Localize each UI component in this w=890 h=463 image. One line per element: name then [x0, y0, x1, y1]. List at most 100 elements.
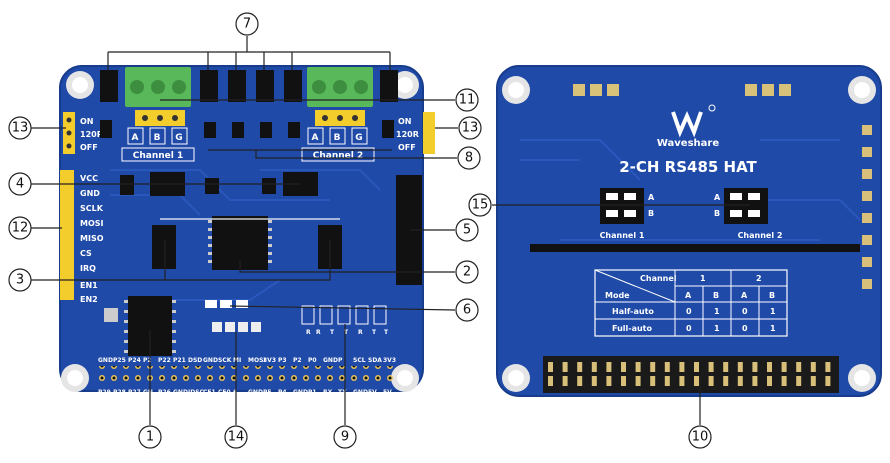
- back-channel-1-label: Channel 1: [600, 231, 645, 240]
- terminal-label: G: [175, 133, 182, 143]
- gpio-pin-label: CE1: [203, 389, 216, 396]
- header-pin-label: GND: [80, 189, 100, 198]
- header-pin: [577, 362, 583, 372]
- gpio-pin-label: GND: [248, 389, 263, 396]
- mode-switch-channel-2[interactable]: [724, 188, 768, 224]
- callout-number: 1: [146, 430, 154, 445]
- table-cell: 0: [742, 307, 748, 316]
- callout-number: 10: [692, 430, 709, 445]
- tvs-diodes: [100, 70, 398, 102]
- table-header: 2: [756, 274, 762, 283]
- control-header: [60, 170, 74, 300]
- waveshare-logo: [671, 104, 716, 138]
- header-pin-label: EN1: [80, 281, 98, 290]
- callout-number: 4: [16, 177, 24, 192]
- header-pin: [664, 376, 670, 386]
- gpio-pin-label: P: [338, 357, 343, 364]
- gpio-pin-label: MI: [233, 357, 241, 364]
- header-pin: [664, 362, 670, 372]
- jumper-label: T: [384, 329, 389, 336]
- gpio-pin-label: IDSC: [188, 389, 205, 396]
- front-board: A B G A B G Channel 1 Channel 2 ON 120R …: [59, 65, 424, 396]
- table-cell: 1: [714, 307, 720, 316]
- header-pin-label: MOSI: [80, 219, 104, 228]
- edge-pad: [862, 279, 872, 289]
- table-header: B: [713, 291, 719, 300]
- mode-table: Channel 1 2 Mode A B A B Half-auto 0 1 0…: [594, 269, 788, 337]
- mounting-hole: [848, 76, 876, 104]
- edge-pad: [862, 257, 872, 267]
- header-pin: [737, 362, 743, 372]
- callout-10: 10: [688, 425, 712, 449]
- callout-number: 13: [12, 121, 29, 136]
- gpio-pin-label: 5V: [383, 389, 392, 396]
- jumper-label: R: [358, 329, 363, 336]
- header-pin: [694, 362, 699, 372]
- gpio-pin-label: 5V: [368, 389, 377, 396]
- terminal-labels-2: A B G: [307, 127, 368, 145]
- switch-label-a: A: [714, 193, 721, 202]
- table-cell: 0: [686, 324, 692, 333]
- header-pin: [548, 376, 553, 386]
- header-pin: [767, 376, 772, 386]
- gpio-pin-label: GND: [203, 357, 218, 364]
- edge-pad: [862, 125, 872, 135]
- header-pin: [591, 376, 597, 386]
- callout-11: 11: [455, 88, 479, 112]
- mounting-hole: [848, 364, 876, 392]
- callout-15: 15: [468, 193, 492, 217]
- switch-label-off: OFF: [398, 143, 416, 152]
- header-pin: [708, 362, 714, 372]
- header-pin: [737, 376, 743, 386]
- callout-13-left: 13: [8, 116, 32, 140]
- table-header: A: [741, 291, 748, 300]
- back-channel-2-label: Channel 2: [738, 231, 783, 240]
- channel-2-label: Channel 2: [313, 151, 363, 161]
- edge-pad: [862, 147, 872, 157]
- table-cell: 0: [742, 324, 748, 333]
- header-pin: [562, 376, 568, 386]
- gpio-pin-label: 3V3: [263, 357, 276, 364]
- jumper-label: T: [372, 329, 377, 336]
- header-pin: [825, 362, 831, 372]
- header-pin: [752, 376, 758, 386]
- solder-jumpers: R R T T R T T: [301, 305, 389, 336]
- header-pin: [548, 362, 553, 372]
- gpio-pin-label: MOSI: [248, 357, 266, 364]
- gpio-pin-label: TX: [338, 389, 347, 396]
- callout-9: 9: [333, 425, 357, 449]
- terminal-labels-1: A B G: [127, 127, 188, 145]
- gpio-pin-label: GN: [143, 389, 153, 396]
- table-header: B: [769, 291, 775, 300]
- gpio-pin-label: P1: [308, 389, 317, 396]
- gpio-pin-label: P26: [158, 389, 171, 396]
- header-pin: [606, 376, 612, 386]
- switch-label-a: A: [648, 193, 655, 202]
- jumper-label: R: [306, 329, 311, 336]
- table-cell: 1: [770, 307, 776, 316]
- header-pin: [723, 376, 729, 386]
- mode-switch-channel-1[interactable]: [600, 188, 644, 224]
- jumper-label: T: [344, 329, 349, 336]
- termination-switch-left[interactable]: [63, 112, 75, 154]
- header-pin: [679, 376, 685, 386]
- header-pin: [679, 362, 685, 372]
- callout-number: 2: [463, 265, 471, 280]
- header-pin: [767, 362, 772, 372]
- callout-number: 7: [243, 17, 251, 32]
- callout-5: 5: [455, 218, 479, 242]
- gpio-pin-label: P5: [263, 389, 272, 396]
- callout-12: 12: [8, 216, 32, 240]
- header-pin: [694, 376, 699, 386]
- brand-name: Waveshare: [657, 138, 719, 149]
- header-pin-label: CS: [80, 249, 92, 258]
- channel-1-label: Channel 1: [133, 151, 183, 161]
- header-pin-label: EN2: [80, 295, 98, 304]
- header-pin: [723, 362, 729, 372]
- switch-label-on: ON: [80, 117, 94, 126]
- header-pin: [810, 376, 816, 386]
- header-pin: [650, 362, 656, 372]
- pin-header-channel-1: [135, 110, 185, 126]
- gpio-pin-label: CE0: [218, 389, 231, 396]
